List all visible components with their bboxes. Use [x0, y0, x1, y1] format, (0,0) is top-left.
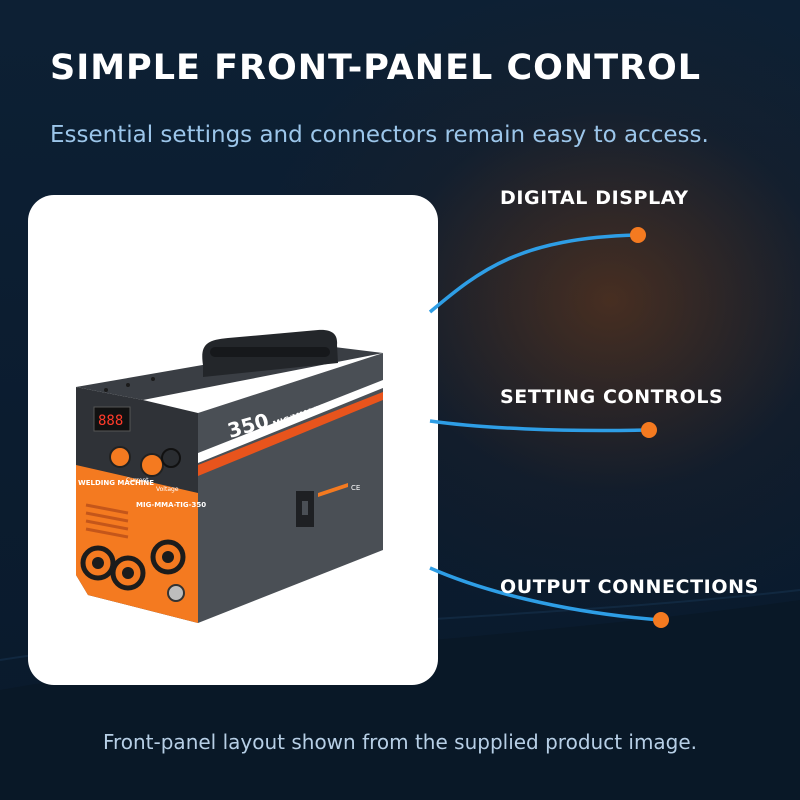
callout-label-setting-controls: SETTING CONTROLS — [500, 386, 724, 408]
model-label: MIG-MMA-TIG-350 — [136, 501, 206, 509]
side-panel — [198, 353, 383, 623]
digital-display — [93, 406, 131, 432]
knob-label-current: Current — [126, 477, 149, 484]
welding-machine-illustration: 888 Current Voltage WELDING MACHINE MIG-… — [76, 329, 383, 623]
knob-label-voltage: Voltage — [156, 486, 179, 493]
ce-mark: CE — [351, 484, 360, 492]
callout-label-output-connections: OUTPUT CONNECTIONS — [500, 576, 759, 598]
page-subtitle: Essential settings and connectors remain… — [50, 122, 709, 148]
product-photo-card: 888 Current Voltage WELDING MACHINE MIG-… — [28, 195, 438, 685]
current-knob — [109, 446, 131, 468]
callout-label-digital-display: DIGITAL DISPLAY — [500, 187, 689, 209]
page-caption: Front-panel layout shown from the suppli… — [102, 730, 698, 754]
torch-connector — [167, 584, 185, 602]
voltage-knob — [140, 453, 164, 477]
page-title: SIMPLE FRONT-PANEL CONTROL — [50, 48, 702, 88]
display-readout: 888 — [98, 413, 123, 429]
front-label: WELDING MACHINE — [78, 479, 154, 487]
